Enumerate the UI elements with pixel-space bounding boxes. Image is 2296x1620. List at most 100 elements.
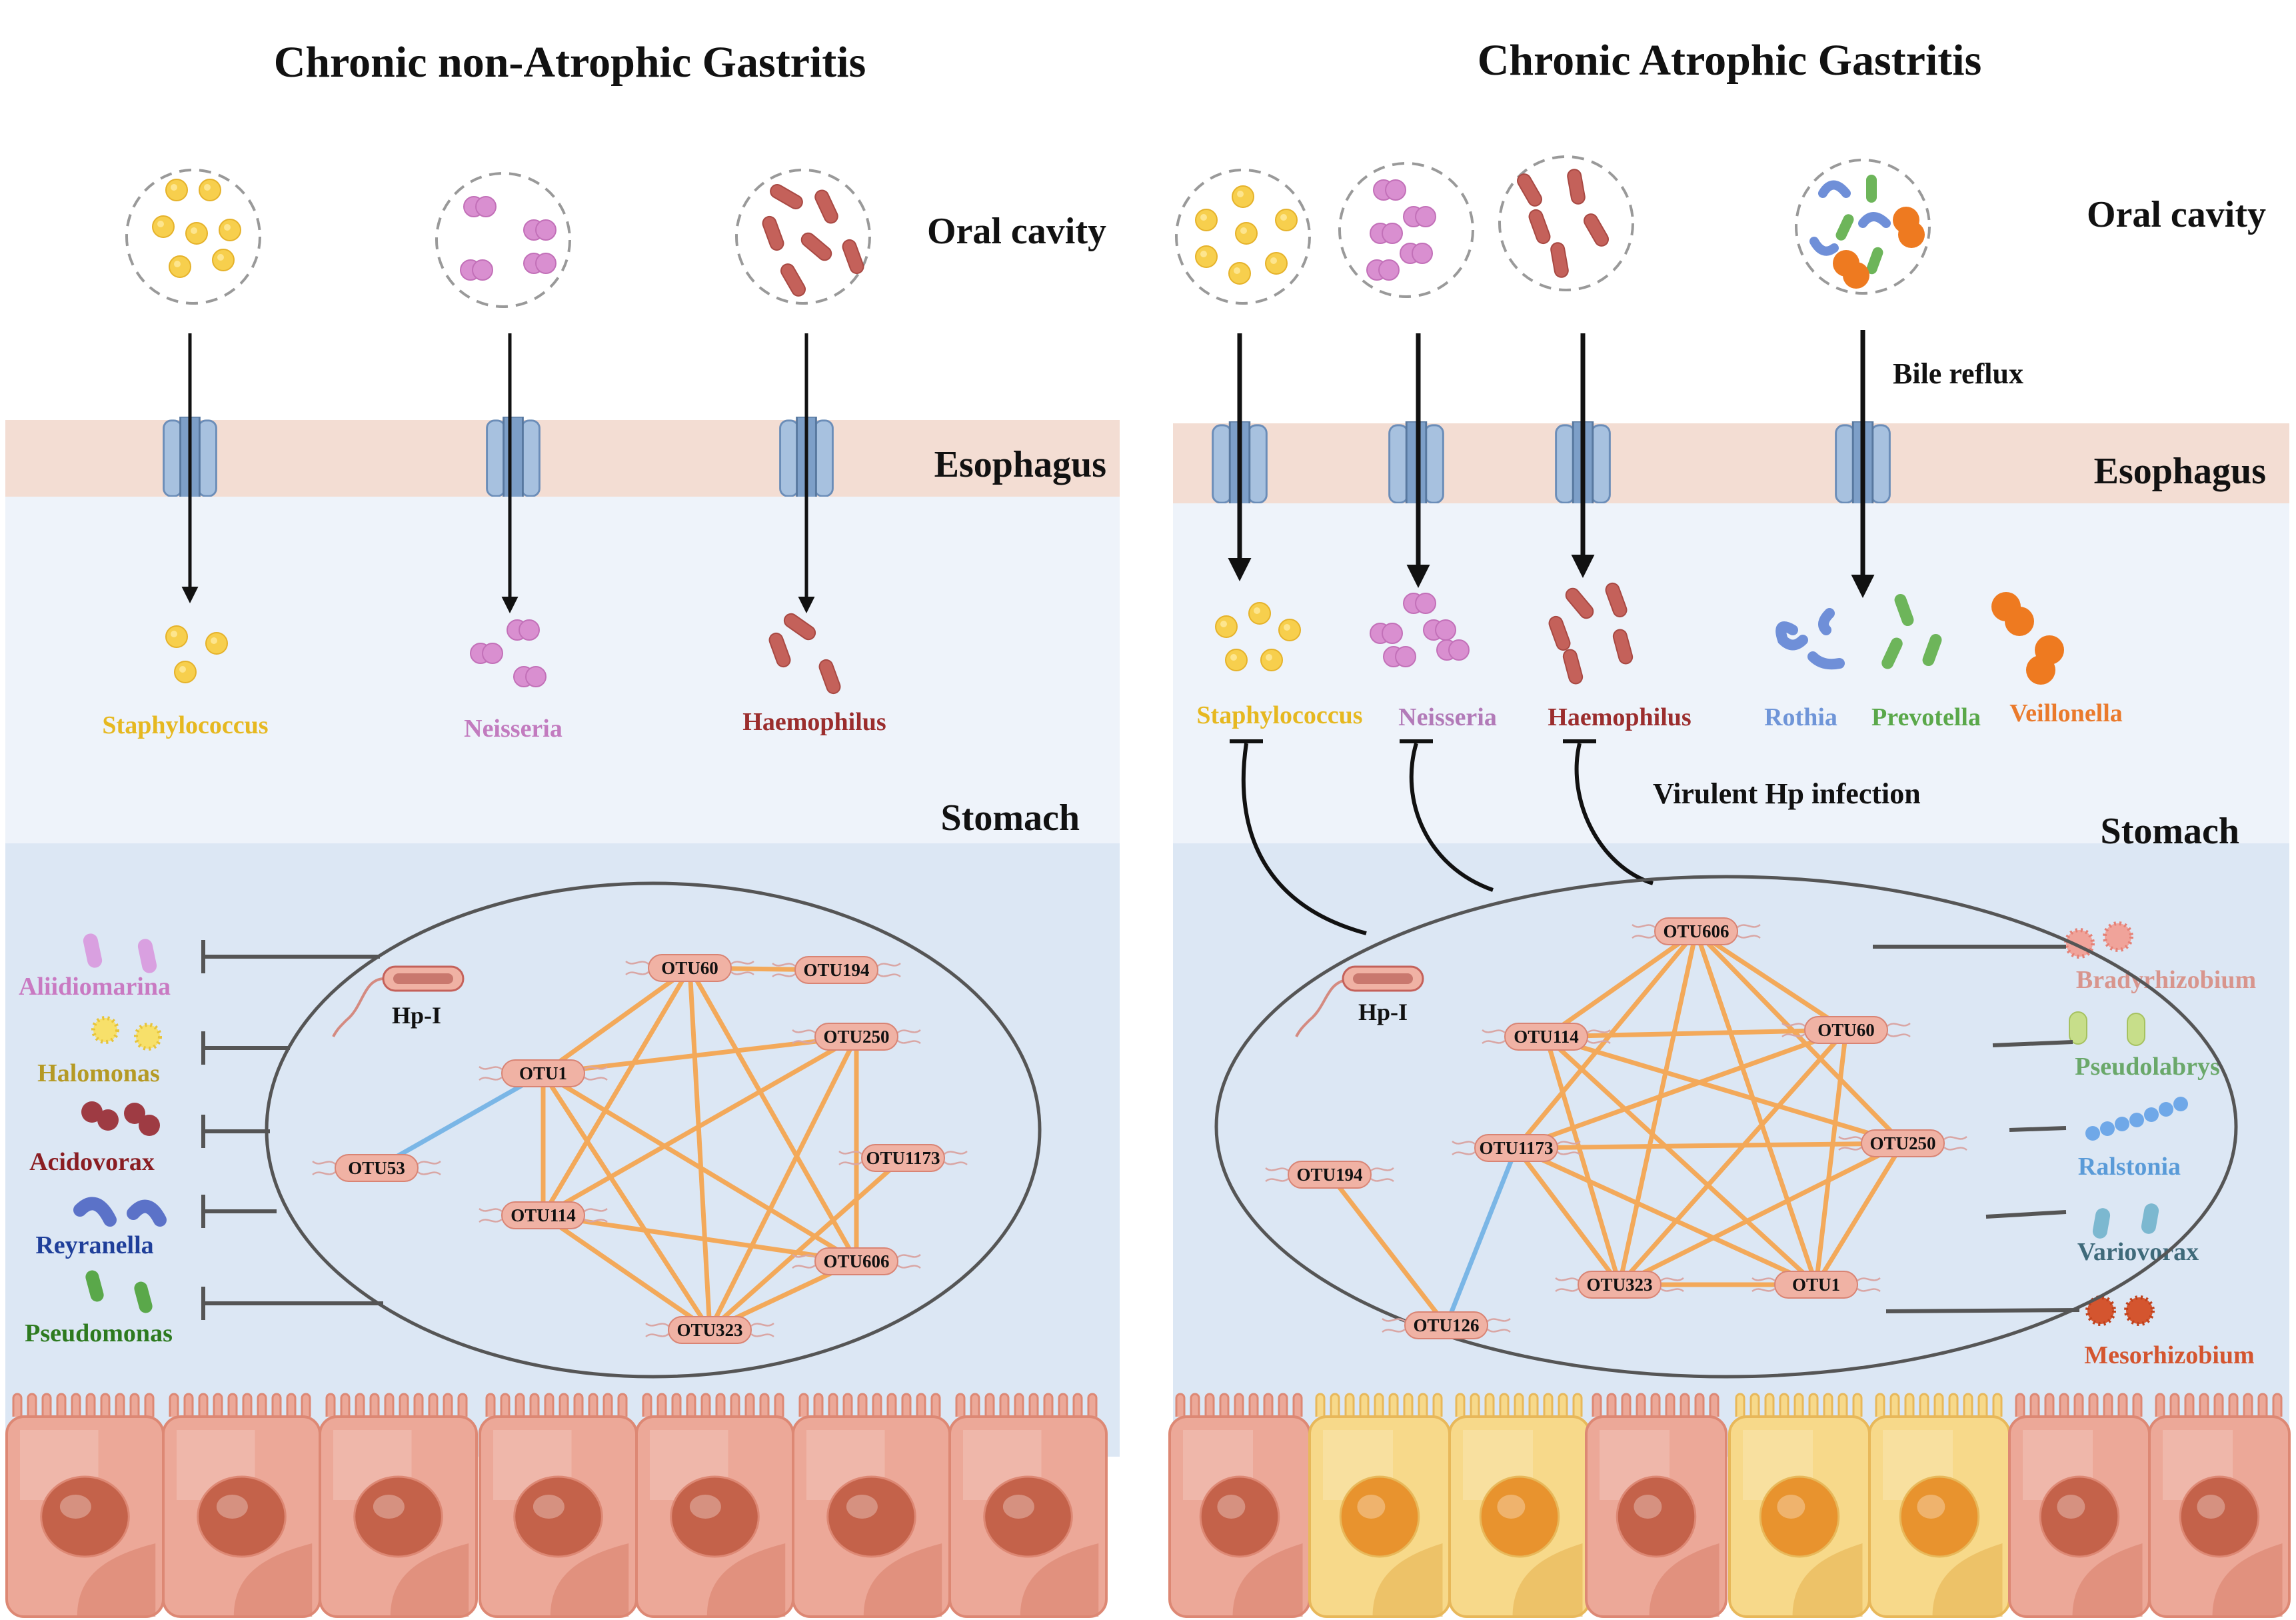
right-association-lines: [1873, 945, 2080, 1313]
otu-edge-otu60-otu606: [687, 967, 859, 1263]
left-stomach-lower: [5, 843, 1120, 1457]
otu-edge-otu60-otu1173: [1515, 1027, 1847, 1151]
otu-label: OTU1: [1792, 1275, 1840, 1295]
otu-node-otu114: OTU114: [479, 1201, 608, 1229]
otu-node-otu126: OTU126: [1382, 1311, 1511, 1339]
otu-edge-otu60-otu323: [687, 967, 712, 1331]
otu-node-otu323: OTU323: [1555, 1271, 1684, 1299]
right-oral-haemophilus-cluster-icon: [1498, 155, 1634, 291]
otu-label: OTU606: [823, 1251, 889, 1271]
otu-label: OTU606: [1663, 921, 1729, 941]
left-channel-2-icon: [486, 417, 541, 500]
right-esophagus-label: Esophagus: [2094, 451, 2266, 492]
otu-edge-otu60-otu114: [541, 967, 692, 1217]
otu-edge-otu1173-otu1: [1515, 1145, 1817, 1287]
left-hp-label: Hp-I: [392, 1002, 441, 1029]
otu-node-otu250: OTU250: [792, 1023, 921, 1051]
right-oral-staph-cluster-icon: [1175, 169, 1311, 305]
right-associated-list: Bradyrhizobium Pseudolabrys Ralstonia Va…: [2064, 921, 2256, 1369]
label-pseudomonas: Pseudomonas: [25, 1319, 173, 1347]
left-esophagus-label: Esophagus: [934, 444, 1106, 485]
halomonas-icon: [91, 1016, 162, 1051]
pseudomonas-icon: [85, 1270, 153, 1313]
epithelial-cell-left-3: [319, 1393, 478, 1618]
otu-edge-otu60-otu1: [1813, 1029, 1849, 1285]
otu-label: OTU1173: [1479, 1138, 1553, 1158]
right-network-ellipse: [1214, 875, 2238, 1379]
left-epithelium: [5, 1393, 1108, 1618]
otu-label: OTU250: [1869, 1133, 1935, 1153]
right-inhibition-curves: [1230, 739, 1654, 935]
right-title: Chronic Atrophic Gastritis: [1478, 36, 1982, 85]
left-stomach-upper: [5, 497, 1120, 843]
right-esophagus-band: [1173, 423, 2289, 503]
otu-edge-otu250-otu1: [1814, 1142, 1905, 1286]
otu-node-otu1: OTU1: [479, 1059, 608, 1087]
label-halomonas: Halomonas: [37, 1059, 160, 1087]
otu-edge-otu114-otu1: [1544, 1035, 1818, 1287]
otu-label: OTU323: [1586, 1275, 1652, 1295]
label-mesorhizobium: Mesorhizobium: [2084, 1341, 2254, 1369]
epithelial-cell-left-2: [162, 1393, 321, 1618]
label-pseudolabrys: Pseudolabrys: [2075, 1053, 2219, 1081]
left-inhibited-list: Aliidiomarina Halomonas Acidovorax Reyra…: [19, 933, 173, 1347]
ralstonia-icon: [2085, 1097, 2188, 1141]
otu-edge-otu1173-otu323: [708, 1156, 905, 1332]
otu-label: OTU114: [1514, 1027, 1579, 1047]
otu-label: OTU323: [676, 1320, 742, 1340]
right-label-haemophilus: Haemophilus: [1548, 703, 1691, 731]
right-oral-mixed-cluster-icon: [1795, 159, 1931, 295]
otu-edge-otu114-otu250: [1545, 1034, 1904, 1146]
otu-edge-otu1173-otu323: [1514, 1146, 1622, 1287]
right-label-staphylococcus: Staphylococcus: [1196, 701, 1362, 729]
otu-edge-otu1173-otu250: [1516, 1141, 1903, 1151]
epithelial-cell-right-4: [1585, 1393, 1727, 1618]
otu-label: OTU1: [519, 1063, 567, 1083]
otu-edge-otu606-otu1: [1694, 930, 1819, 1286]
right-stomach-rothia-icon: [1775, 608, 1845, 670]
epithelial-cell-right-2: [1308, 1393, 1451, 1618]
right-label-prevotella: Prevotella: [1871, 703, 1981, 731]
otu-edge-otu250-otu323: [1618, 1141, 1904, 1287]
right-panel: Chronic Atrophic Gastritis: [1173, 36, 2289, 1457]
epithelial-cell-right-1: [1168, 1393, 1311, 1618]
right-oral-cavity-label: Oral cavity: [2087, 194, 2266, 235]
left-title: Chronic non-Atrophic Gastritis: [274, 38, 866, 87]
epithelial-cell-left-1: [5, 1393, 165, 1618]
otu-edge-otu114-otu323: [1544, 1036, 1622, 1285]
otu-edge-otu606-otu250: [1694, 929, 1905, 1145]
otu-node-otu250: OTU250: [1838, 1129, 1967, 1157]
epithelial-cell-right-7: [2008, 1393, 2151, 1618]
otu-edge-otu60-otu1: [541, 966, 692, 1075]
otu-edge-otu1-otu53: [375, 1071, 545, 1171]
right-stomach-upper: [1173, 503, 2289, 843]
otu-edge-otu606-otu1173: [1514, 929, 1698, 1150]
right-label-neisseria: Neisseria: [1398, 703, 1497, 731]
otu-node-otu606: OTU606: [792, 1247, 921, 1275]
right-stomach-prevotella-icon: [1881, 593, 1942, 669]
left-label-haemophilus: Haemophilus: [742, 708, 886, 736]
left-label-neisseria: Neisseria: [464, 715, 563, 743]
otu-edge-otu250-otu323: [707, 1035, 859, 1331]
otu-label: OTU1173: [866, 1148, 940, 1168]
otu-node-otu194: OTU194: [772, 956, 901, 984]
mesorhizobium-icon: [2085, 1295, 2155, 1326]
otu-edge-otu606-otu323: [1617, 931, 1699, 1285]
otu-node-otu1173: OTU1173: [838, 1144, 968, 1172]
right-bile-reflux-label: Bile reflux: [1893, 357, 2023, 390]
right-epithelium: [1168, 1393, 2291, 1618]
acidovorax-icon: [81, 1101, 160, 1136]
otu-edge-otu1173-otu126: [1444, 1147, 1519, 1327]
left-label-staphylococcus: Staphylococcus: [102, 711, 268, 739]
right-label-rothia: Rothia: [1764, 703, 1837, 731]
label-reyranella: Reyranella: [35, 1231, 153, 1259]
otu-label: OTU114: [511, 1205, 576, 1225]
label-acidovorax: Acidovorax: [29, 1148, 155, 1176]
epithelial-cell-right-8: [2148, 1393, 2291, 1618]
pseudolabrys-icon: [2069, 1011, 2145, 1046]
otu-node-otu606: OTU606: [1632, 917, 1761, 945]
otu-label: OTU60: [661, 958, 718, 978]
